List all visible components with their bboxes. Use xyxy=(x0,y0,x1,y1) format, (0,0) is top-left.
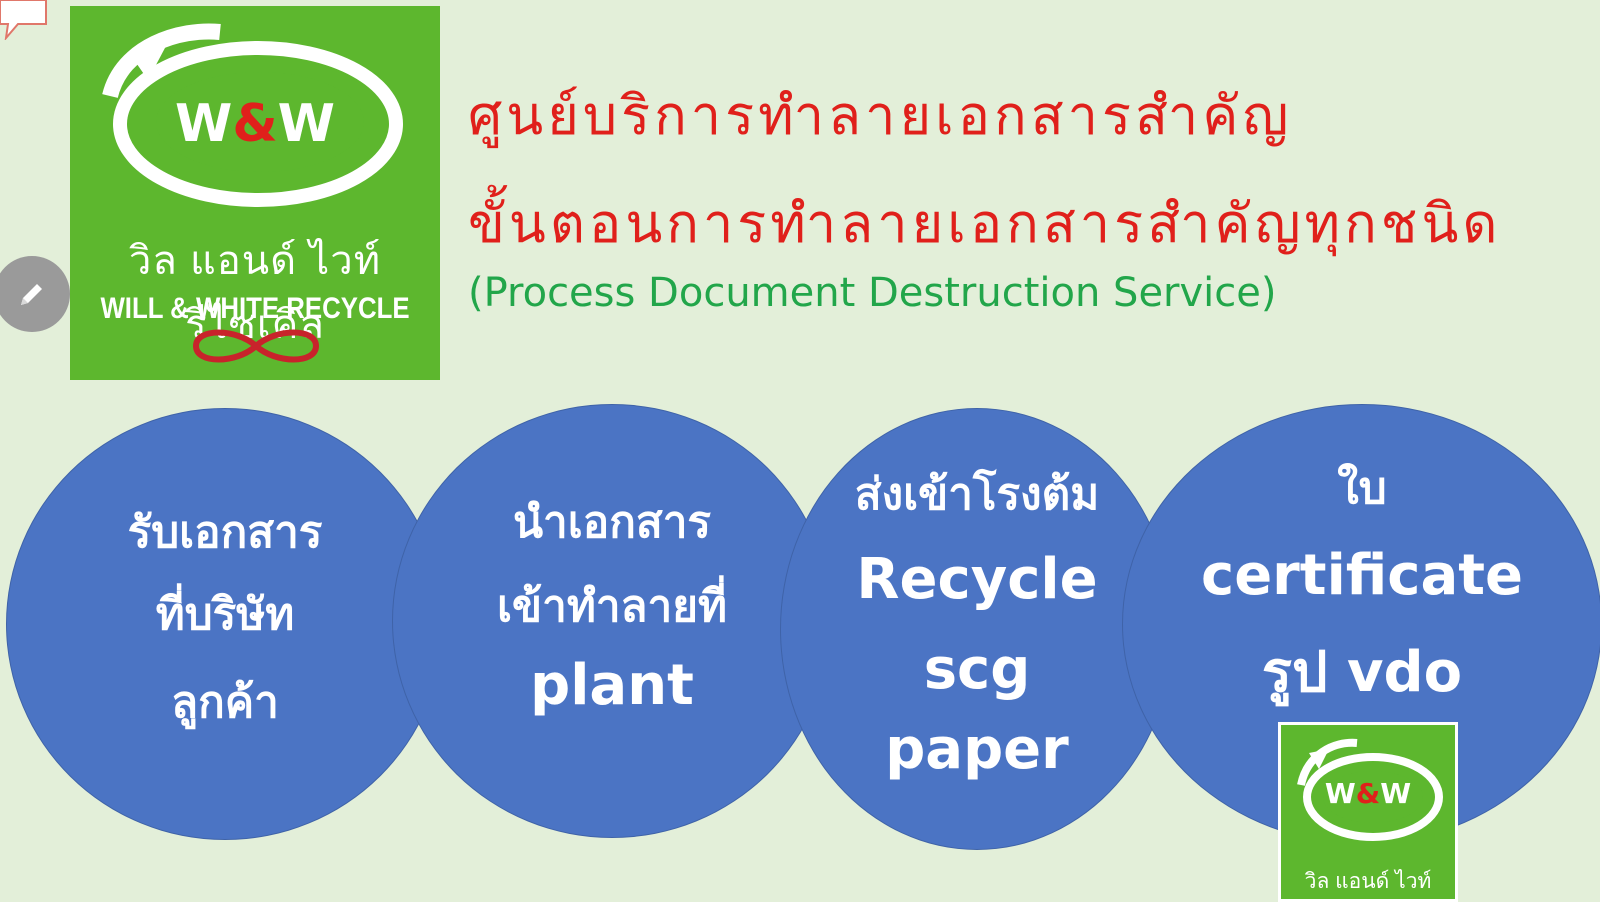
logo-mark: W&W xyxy=(70,94,440,154)
step-3-line-4: paper xyxy=(885,717,1069,782)
step-2-line-2: เข้าทำลายที่ xyxy=(497,581,727,632)
recycle-arrow-icon-small xyxy=(1297,738,1443,841)
page-title: ศูนย์บริการทำลายเอกสารสำคัญ xyxy=(468,84,1293,147)
watermark-mark-text: W&W xyxy=(1324,777,1412,810)
step-1-line-1: รับเอกสาร xyxy=(127,507,323,558)
logo-english-name: WILL & WHITE RECYCLE xyxy=(100,292,410,325)
step-circle-1: รับเอกสาร ที่บริษัท ลูกค้า xyxy=(6,408,444,840)
step-3-line-1: ส่งเข้าโรงต้ม xyxy=(854,469,1100,520)
step-circle-2: นำเอกสาร เข้าทำลายที่ plant xyxy=(392,404,832,838)
step-circle-3: ส่งเข้าโรงต้ม Recycle scg paper xyxy=(780,408,1174,850)
step-2-line-3: plant xyxy=(530,653,694,718)
page-subtitle: (Process Document Destruction Service) xyxy=(468,270,1277,316)
recycle-arrow-icon xyxy=(102,23,403,207)
logo-mark-text: W&W xyxy=(174,94,336,154)
step-3-line-3: scg xyxy=(923,637,1031,702)
step-2-line-1: นำเอกสาร xyxy=(512,497,712,548)
step-4-line-1: ใบ xyxy=(1337,463,1387,514)
logo-ampersand: & xyxy=(1355,777,1381,810)
step-1-line-2: ที่บริษัท xyxy=(155,589,295,640)
edit-button[interactable] xyxy=(0,256,70,332)
comment-bubble-icon[interactable] xyxy=(0,0,48,40)
step-3-line-2: Recycle xyxy=(856,547,1098,612)
watermark-thai-name: วิล แอนด์ ไวท์ รีไซเคิล xyxy=(1304,870,1432,893)
infinity-icon xyxy=(192,329,320,363)
company-logo: W&W วิล แอนด์ ไวท์ รีไซเคิล WILL & WHITE… xyxy=(70,6,440,380)
step-4-line-3: รูป vdo xyxy=(1261,640,1463,705)
watermark-logo: W&W วิล แอนด์ ไวท์ รีไซเคิล xyxy=(1278,722,1458,902)
logo-thai-name: วิล แอนด์ ไวท์ รีไซเคิล xyxy=(128,239,382,347)
watermark-mark: W&W xyxy=(1281,777,1455,810)
pencil-icon xyxy=(21,284,42,305)
step-4-line-2: certificate xyxy=(1201,543,1523,608)
step-1-line-3: ลูกค้า xyxy=(171,677,279,728)
page-title-line2: ขั้นตอนการทำลายเอกสารสำคัญทุกชนิด xyxy=(468,192,1502,255)
logo-ampersand: & xyxy=(232,94,278,154)
